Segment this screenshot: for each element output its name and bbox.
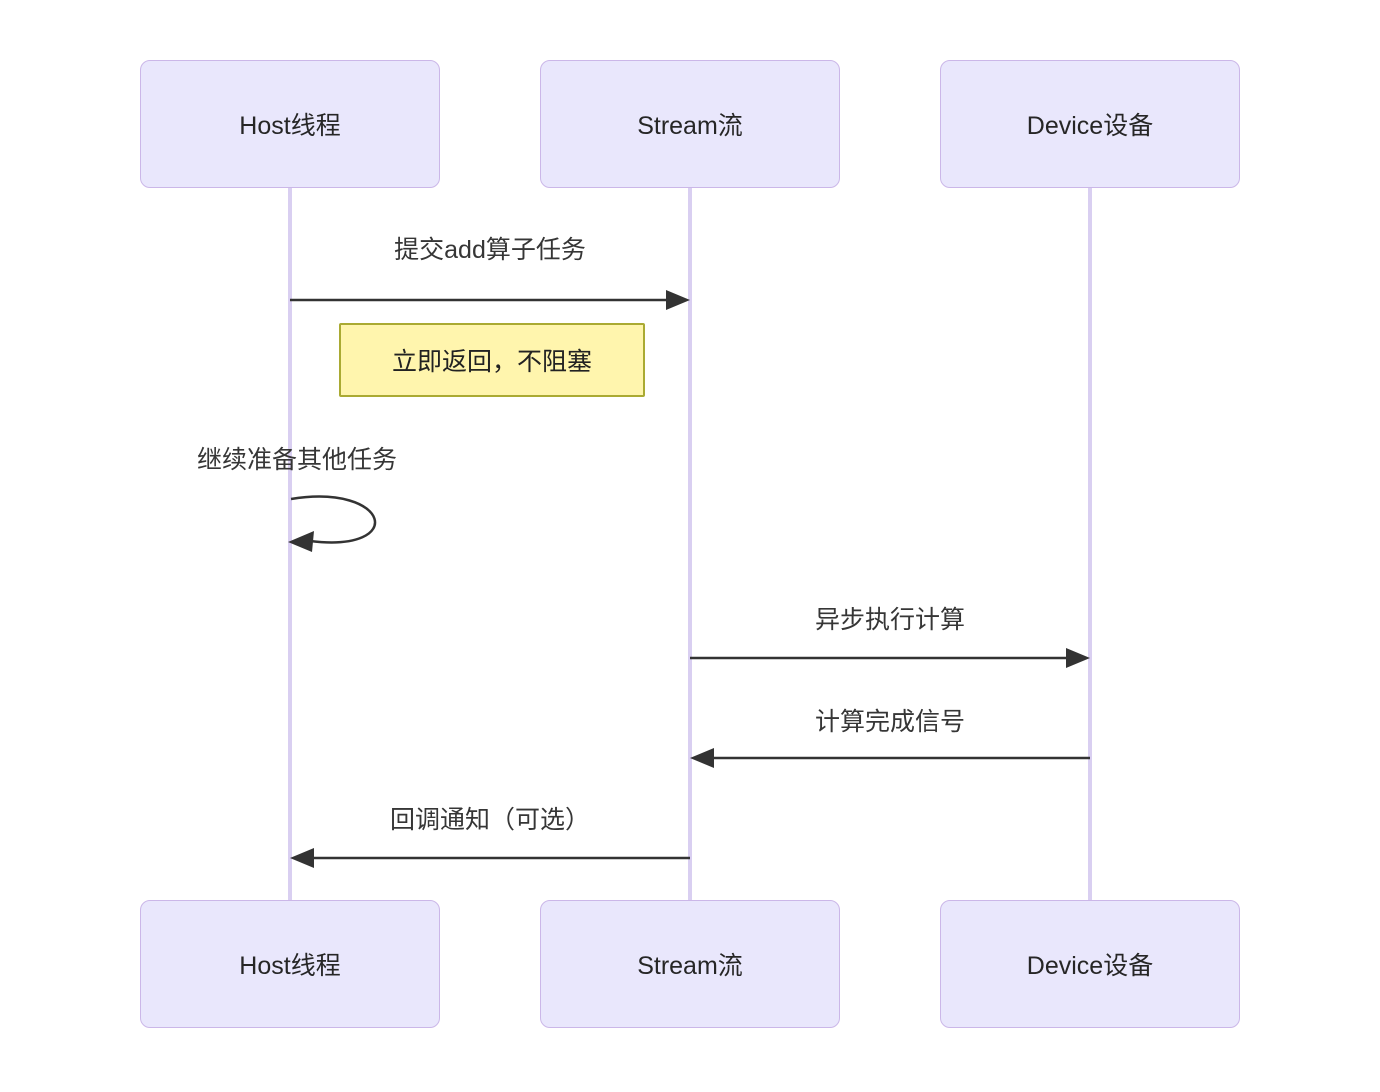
actor-host-bottom: Host线程 bbox=[140, 900, 440, 1028]
note-label: 立即返回，不阻塞 bbox=[391, 348, 592, 376]
actor-stream-top-label: Stream流 bbox=[637, 112, 743, 140]
message-label-done: 计算完成信号 bbox=[814, 708, 965, 736]
message-label-self-loop: 继续准备其他任务 bbox=[196, 446, 397, 474]
message-label-submit: 提交add算子任务 bbox=[394, 236, 586, 264]
message-label-callback: 回调通知（可选） bbox=[389, 806, 590, 834]
actor-stream-top: Stream流 bbox=[540, 60, 840, 188]
actor-device-bottom-label: Device设备 bbox=[1026, 952, 1154, 980]
actor-device-top-label: Device设备 bbox=[1026, 112, 1154, 140]
arrow-self-loop bbox=[290, 495, 377, 544]
lifeline-device bbox=[1088, 188, 1092, 900]
message-label-async: 异步执行计算 bbox=[814, 606, 965, 634]
actor-device-bottom: Device设备 bbox=[940, 900, 1240, 1028]
actor-host-top-label: Host线程 bbox=[239, 112, 341, 140]
lifeline-stream bbox=[688, 188, 692, 900]
arrow-callback-head bbox=[290, 848, 314, 868]
actor-host-top: Host线程 bbox=[140, 60, 440, 188]
note-immediate-return: 立即返回，不阻塞 bbox=[339, 323, 645, 397]
actor-stream-bottom: Stream流 bbox=[540, 900, 840, 1028]
actor-device-top: Device设备 bbox=[940, 60, 1240, 188]
lifeline-host bbox=[288, 188, 292, 900]
arrow-done-head bbox=[690, 748, 714, 768]
arrow-submit-head bbox=[666, 290, 690, 310]
actor-stream-bottom-label: Stream流 bbox=[637, 952, 743, 980]
arrow-async-head bbox=[1066, 648, 1090, 668]
actor-host-bottom-label: Host线程 bbox=[239, 952, 341, 980]
